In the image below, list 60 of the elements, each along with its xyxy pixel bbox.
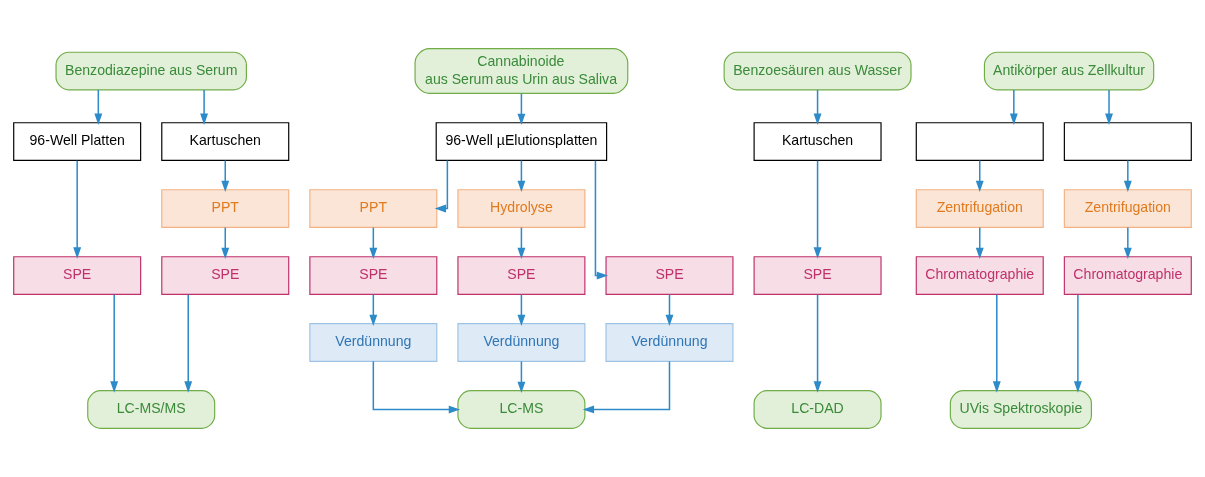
node-box: Benzoesäuren aus Wasser (723, 51, 912, 91)
arrow (184, 293, 193, 393)
node-box: SPE (161, 256, 290, 295)
arrow (1009, 89, 1018, 125)
node-box: SPE (753, 256, 882, 295)
node-box (915, 122, 1044, 161)
node-box: Chromatographie (915, 256, 1044, 295)
arrow (221, 159, 230, 192)
node-box: Benzodiazepine aus Serum (55, 51, 247, 91)
arrow (221, 226, 230, 259)
node-box: 96-Well µElutionsplatten (435, 122, 608, 161)
node-box: LC-DAD (753, 390, 882, 429)
node-box: SPE (457, 256, 586, 295)
node-box: LC-MS (457, 390, 586, 429)
arrow (517, 226, 526, 259)
node-box: Cannabinoide aus Serum aus Urin aus Saliva (414, 48, 629, 94)
arrow (200, 89, 209, 125)
node-box: 96-Well Platten (13, 122, 142, 161)
arrow (517, 92, 526, 125)
arrow (975, 159, 984, 192)
arrow (73, 159, 82, 259)
arrow (813, 293, 822, 393)
node-box: Antikörper aus Zellkultur (983, 51, 1155, 91)
node-box: Verdünnung (605, 323, 734, 362)
arrow (1123, 226, 1132, 259)
arrow (517, 293, 526, 326)
node-box: Kartuschen (161, 122, 290, 161)
arrow (992, 293, 1001, 393)
arrow (1123, 159, 1132, 192)
arrow (594, 159, 609, 280)
node-box: Zentrifugation (1063, 189, 1192, 228)
node-box: LC-MS/MS (87, 390, 216, 429)
node-box: Zentrifugation (915, 189, 1044, 228)
arrow (813, 89, 822, 125)
arrow (582, 360, 671, 414)
node-box: UVis Spektroskopie (949, 390, 1092, 429)
arrow (517, 360, 526, 393)
node-box: Verdünnung (309, 323, 438, 362)
arrow (975, 226, 984, 259)
arrow (813, 159, 822, 259)
arrow (665, 293, 674, 326)
node-box: Hydrolyse (457, 189, 586, 228)
node-box: Chromatographie (1063, 256, 1192, 295)
arrow (369, 226, 378, 259)
node-box: Kartuschen (753, 122, 882, 161)
node-box: PPT (309, 189, 438, 228)
node-box: SPE (309, 256, 438, 295)
arrow (434, 159, 449, 213)
arrow (372, 360, 461, 414)
arrow (369, 293, 378, 326)
node-box: SPE (605, 256, 734, 295)
node-box: PPT (161, 189, 290, 228)
arrow (110, 293, 119, 393)
arrow (1073, 293, 1082, 393)
node-box: SPE (13, 256, 142, 295)
arrow (1105, 89, 1113, 125)
arrow (517, 159, 526, 192)
node-box: Verdünnung (457, 323, 586, 362)
node-box (1063, 122, 1192, 161)
arrow (94, 89, 103, 125)
